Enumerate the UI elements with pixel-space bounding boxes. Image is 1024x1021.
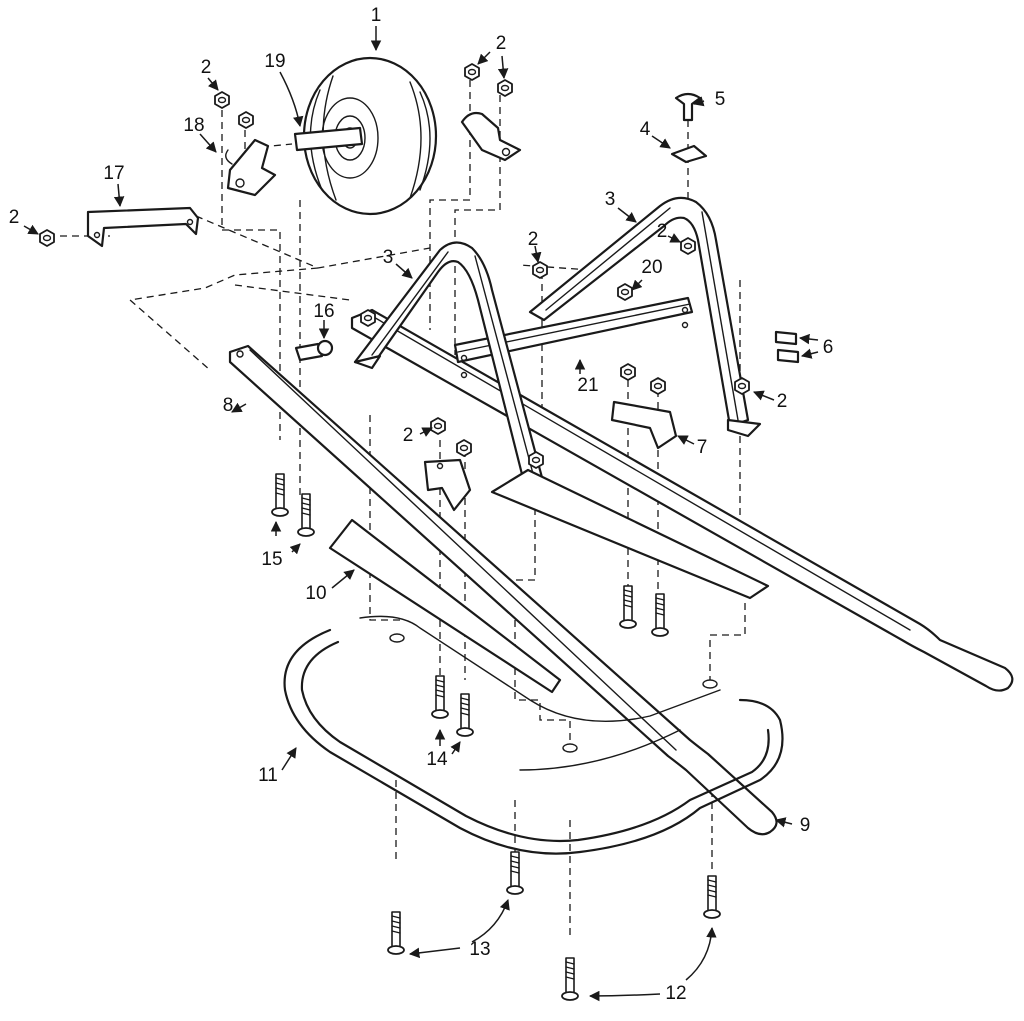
callout-3: 3: [605, 189, 616, 210]
callout-18: 18: [183, 115, 204, 136]
bolt-pair: [774, 330, 800, 364]
callout-labels: 1 2 2 2 2 2 2 2 3 3 4 5 6 7 8 9 10 11 12…: [9, 5, 834, 1004]
callout-2: 2: [403, 425, 414, 446]
callout-16: 16: [313, 301, 334, 322]
callout-1: 1: [371, 5, 382, 26]
callout-8: 8: [223, 395, 234, 416]
callout-20: 20: [641, 257, 662, 278]
axle-bracket-left: [225, 138, 277, 197]
callout-2: 2: [201, 57, 212, 78]
callout-11: 11: [258, 765, 278, 786]
axle: [249, 126, 364, 152]
callout-15: 15: [261, 549, 282, 570]
support-bracket-front: [423, 458, 472, 512]
callout-6: 6: [823, 337, 834, 358]
clip: [670, 144, 708, 164]
callout-12: 12: [665, 983, 686, 1004]
callout-13: 13: [469, 939, 490, 960]
callout-3: 3: [383, 247, 394, 268]
leg-stand-rear: [528, 196, 762, 438]
callout-5: 5: [715, 89, 726, 110]
callout-2: 2: [657, 221, 668, 242]
front-brace: [86, 206, 200, 248]
leader-lines: [23, 26, 819, 1002]
axle-bracket-right: [460, 111, 522, 162]
handle-left: [228, 344, 778, 836]
callout-9: 9: [800, 815, 811, 836]
callout-7: 7: [697, 437, 708, 458]
callout-2: 2: [777, 391, 788, 412]
callout-2: 2: [528, 229, 539, 250]
callout-10: 10: [305, 583, 326, 604]
callout-19: 19: [264, 51, 285, 72]
callout-21: 21: [577, 375, 598, 396]
carriage-bolt: [674, 92, 702, 122]
callout-2: 2: [496, 33, 507, 54]
callout-17: 17: [103, 163, 124, 184]
callout-14: 14: [426, 749, 448, 770]
callout-4: 4: [640, 119, 651, 140]
tray-support: [328, 468, 770, 694]
hitch-bolt: [294, 339, 334, 362]
support-bracket-rear: [610, 400, 678, 450]
callout-2: 2: [9, 207, 20, 228]
tray: [283, 615, 784, 855]
